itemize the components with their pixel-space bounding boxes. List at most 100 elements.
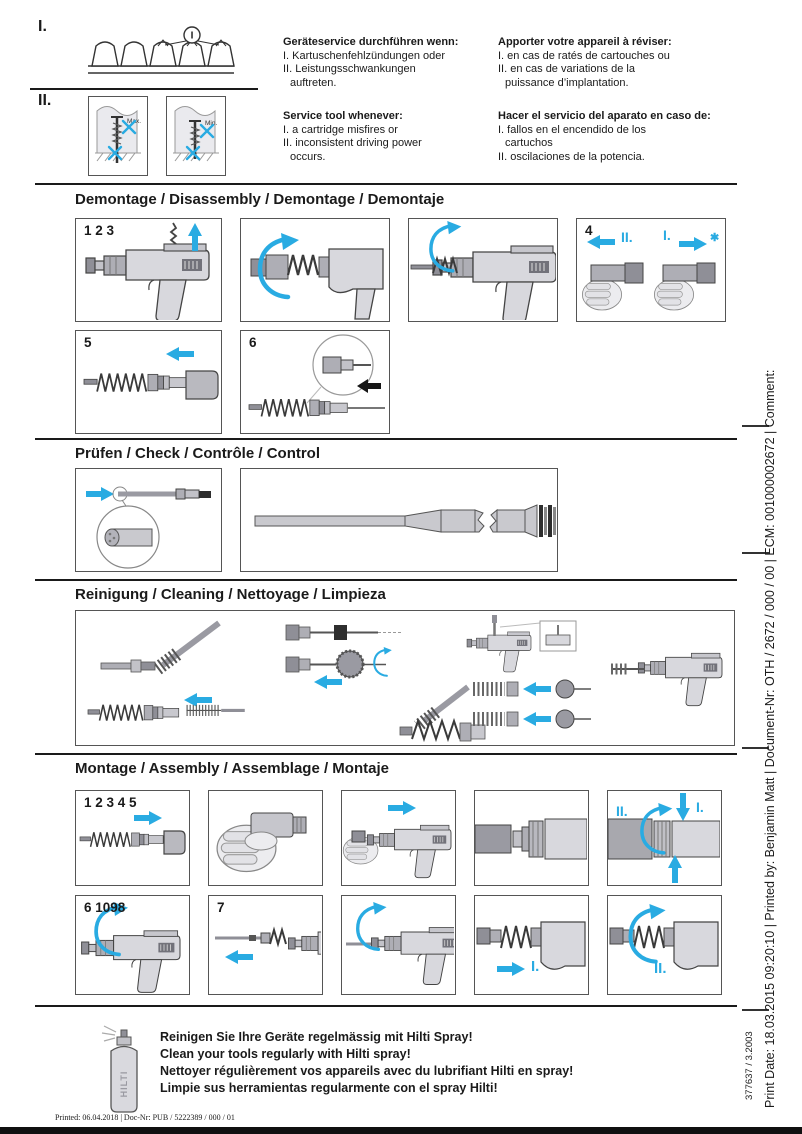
montage-panel-3 bbox=[341, 790, 456, 886]
piston-guide-remove-illustration bbox=[83, 347, 219, 400]
service-line: I. fallos en el encendido de los bbox=[498, 123, 646, 136]
service-line: puissance d’implantation. bbox=[505, 76, 629, 89]
demontage-panel-3 bbox=[408, 218, 558, 322]
demontage-heading: Demontage / Disassembly / Demontage / De… bbox=[75, 191, 445, 208]
demontage-panel-6: 6 bbox=[240, 330, 390, 434]
service-line: I. a cartridge misfires or bbox=[283, 123, 398, 136]
service-text-es: Hacer el servicio del aparato en caso de… bbox=[498, 110, 738, 164]
service-title-en: Service tool whenever: bbox=[283, 110, 403, 122]
service-line: I. en cas de ratés de cartouches ou bbox=[498, 49, 670, 62]
fold-mark bbox=[742, 747, 769, 749]
insert-piston-illustration bbox=[215, 926, 321, 986]
piston-tip-check-illustration bbox=[86, 486, 211, 569]
star-icon: ✱ bbox=[710, 232, 720, 244]
montage-heading: Montage / Assembly / Assemblage / Montaj… bbox=[75, 760, 389, 777]
service-text-en: Service tool whenever: I. a cartridge mi… bbox=[283, 110, 488, 164]
service-line: II. en cas de variations de la bbox=[498, 63, 635, 75]
pull-apart-illustration bbox=[581, 235, 716, 311]
montage-press-annotation: I. bbox=[696, 799, 704, 815]
step-label: 7 bbox=[217, 900, 225, 915]
broken-piston-illustration bbox=[254, 504, 556, 538]
pruefen-heading: Prüfen / Check / Contrôle / Control bbox=[75, 445, 321, 462]
tighten-front-illustration bbox=[346, 900, 454, 986]
pruefen-panel-1 bbox=[75, 468, 222, 572]
tool-spring-removal-illustration bbox=[85, 222, 210, 320]
montage-rotate-annotation: II. bbox=[616, 803, 628, 819]
note-line-en: Clean your tools regularly with Hilti sp… bbox=[160, 1047, 411, 1061]
section-rule bbox=[35, 579, 737, 581]
min-label: Min. bbox=[205, 120, 217, 127]
service-line: cartuchos bbox=[505, 137, 553, 149]
attach-to-tool-illustration bbox=[342, 801, 452, 879]
step-label: 1 2 3 bbox=[84, 223, 115, 238]
fold-mark bbox=[742, 1009, 769, 1011]
service-line: occurs. bbox=[290, 150, 326, 163]
montage-panel-7: 7 bbox=[208, 895, 323, 995]
insert-piston-guide-illustration bbox=[79, 811, 186, 855]
page-bottom-edge bbox=[0, 1127, 802, 1134]
montage-panel-8 bbox=[341, 895, 456, 995]
pruefen-panel-2 bbox=[240, 468, 558, 572]
nail-depth-max-box: Max. bbox=[88, 96, 148, 176]
service-title-fr: Apporter votre appareil à réviser: bbox=[498, 36, 672, 48]
service-line: II. oscilaciones de la potencia. bbox=[498, 150, 645, 163]
montage-turn-annotation: II. bbox=[654, 960, 667, 977]
nail-depth-min-illustration: Min. bbox=[173, 106, 219, 162]
nail-depth-max-illustration: Max. bbox=[95, 106, 141, 163]
section-rule bbox=[35, 438, 737, 440]
service-text-de: Geräteservice durchführen wenn: I. Kartu… bbox=[283, 36, 488, 90]
piston-out-illustration bbox=[410, 219, 556, 320]
part-number-vertical: 377637 / 3.2003 bbox=[744, 1031, 755, 1100]
step-label: 4 bbox=[585, 223, 593, 238]
service-line: II. inconsistent driving power bbox=[283, 137, 422, 149]
nail-depth-min-box: Min. bbox=[166, 96, 226, 176]
fold-mark bbox=[742, 425, 769, 427]
demontage-panel-5: 5 bbox=[75, 330, 222, 434]
intro-divider bbox=[30, 88, 258, 90]
pin-detail-illustration bbox=[248, 334, 385, 418]
cartridge-callout-label: I bbox=[191, 31, 194, 42]
turn-lock-illustration bbox=[609, 896, 719, 970]
cartridge-strip-illustration: I bbox=[88, 26, 235, 74]
montage-panel-10: II. bbox=[607, 895, 722, 995]
service-title-de: Geräteservice durchführen wenn: bbox=[283, 36, 459, 48]
step-label: 1 2 3 4 5 bbox=[84, 795, 137, 810]
section-rule bbox=[35, 753, 737, 755]
montage-panel-6: 6 1098 bbox=[75, 895, 190, 995]
coupling-closeup-illustration bbox=[475, 818, 587, 860]
fold-mark bbox=[742, 552, 769, 554]
demontage-annotation-1: I. bbox=[663, 227, 671, 243]
press-and-turn-illustration bbox=[608, 793, 720, 883]
unscrew-front-illustration bbox=[250, 219, 384, 320]
montage-panel-2 bbox=[208, 790, 323, 886]
section-rule bbox=[35, 1005, 737, 1007]
montage-panel-1: 1 2 3 4 5 bbox=[75, 790, 190, 886]
reinigung-panel bbox=[75, 610, 735, 746]
cleaning-steps-illustration bbox=[87, 615, 723, 743]
print-info-vertical: Print Date: 18.03.2015 09:20:10 | Printe… bbox=[763, 369, 777, 1108]
reinigung-heading: Reinigung / Cleaning / Nettoyage / Limpi… bbox=[75, 586, 386, 603]
service-text-fr: Apporter votre appareil à réviser: I. en… bbox=[498, 36, 738, 90]
note-line-de: Reinigen Sie Ihre Geräte regelmässig mit… bbox=[160, 1030, 473, 1044]
demontage-panel-4: 4 II. I. ✱ bbox=[576, 218, 726, 322]
step-label: 6 1098 bbox=[84, 900, 126, 915]
montage-insert-annotation: I. bbox=[531, 958, 540, 975]
service-title-es: Hacer el servicio del aparato en caso de… bbox=[498, 110, 711, 122]
hold-receiver-illustration bbox=[216, 812, 307, 873]
intro-label-1: I. bbox=[38, 18, 47, 35]
montage-panel-9: I. bbox=[474, 895, 589, 995]
push-in-illustration bbox=[476, 921, 586, 976]
footer-print-info: Printed: 06.04.2018 | Doc-Nr: PUB / 5222… bbox=[55, 1113, 235, 1122]
demontage-annotation-2: II. bbox=[621, 229, 633, 245]
spray-can-illustration: HILTI bbox=[101, 1025, 138, 1113]
demontage-panel-2 bbox=[240, 218, 390, 322]
montage-panel-5: II. I. bbox=[607, 790, 722, 886]
step-label: 5 bbox=[84, 335, 92, 350]
step-label: 6 bbox=[249, 335, 257, 350]
service-line: II. Leistungsschwankungen bbox=[283, 63, 416, 75]
service-line: I. Kartuschenfehlzündungen oder bbox=[283, 49, 446, 62]
demontage-panel-1: 1 2 3 bbox=[75, 218, 222, 322]
section-rule bbox=[35, 183, 737, 185]
intro-label-2: II. bbox=[38, 92, 52, 109]
